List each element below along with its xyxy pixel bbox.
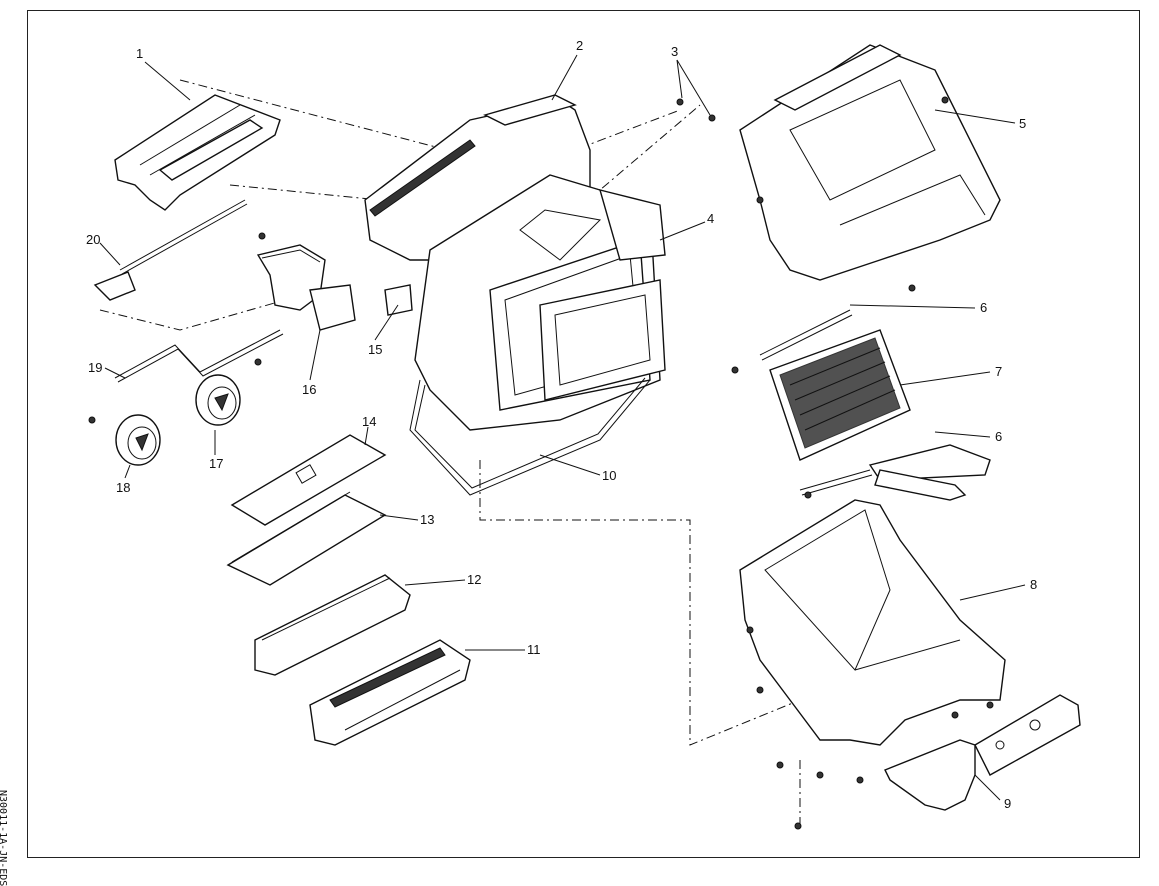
part-11-door [309, 639, 471, 746]
callout-20: 20 [86, 232, 100, 247]
callout-14: 14 [362, 414, 376, 429]
leader-lines [99, 54, 1026, 801]
callout-4: 4 [707, 211, 714, 226]
part-6-pipes-lower [799, 469, 873, 496]
callout-15: 15 [368, 342, 382, 357]
callout-6-upper: 6 [980, 300, 987, 315]
part-14-plate [230, 434, 387, 526]
callout-13: 13 [420, 512, 434, 527]
callout-8: 8 [1030, 577, 1037, 592]
part-8-lower-case [739, 499, 1006, 746]
screws [88, 96, 994, 830]
part-2-housing [364, 94, 666, 431]
part-19-linkage [114, 329, 284, 383]
callout-11: 11 [527, 642, 541, 657]
part-5-upper-case [739, 44, 1001, 281]
callout-17: 17 [209, 456, 223, 471]
part-17-actuator [195, 374, 241, 426]
callout-10: 10 [602, 468, 616, 483]
callout-5: 5 [1019, 116, 1026, 131]
part-6-pipes-upper [759, 309, 853, 361]
callouts: 1 2 3 4 5 6 7 6 8 9 10 11 12 13 14 15 16… [86, 38, 1037, 811]
callout-6-lower: 6 [995, 429, 1002, 444]
callout-18: 18 [116, 480, 130, 495]
part-15-bracket [384, 284, 413, 316]
callout-16: 16 [302, 382, 316, 397]
callout-19: 19 [88, 360, 102, 375]
part-7-heater-core [769, 329, 991, 501]
part-16-duct [256, 244, 356, 331]
callout-2: 2 [576, 38, 583, 53]
callout-3: 3 [671, 44, 678, 59]
part-20-rod [93, 199, 248, 301]
part-1-cover [114, 94, 281, 211]
callout-7: 7 [995, 364, 1002, 379]
part-18-actuator [115, 414, 161, 466]
callout-1: 1 [136, 46, 143, 61]
callout-9: 9 [1004, 796, 1011, 811]
part-13-plate [226, 491, 387, 586]
part-10-tube [409, 377, 651, 496]
callout-12: 12 [467, 572, 481, 587]
part-12-door [254, 574, 411, 676]
part-9-bracket [884, 694, 1081, 811]
